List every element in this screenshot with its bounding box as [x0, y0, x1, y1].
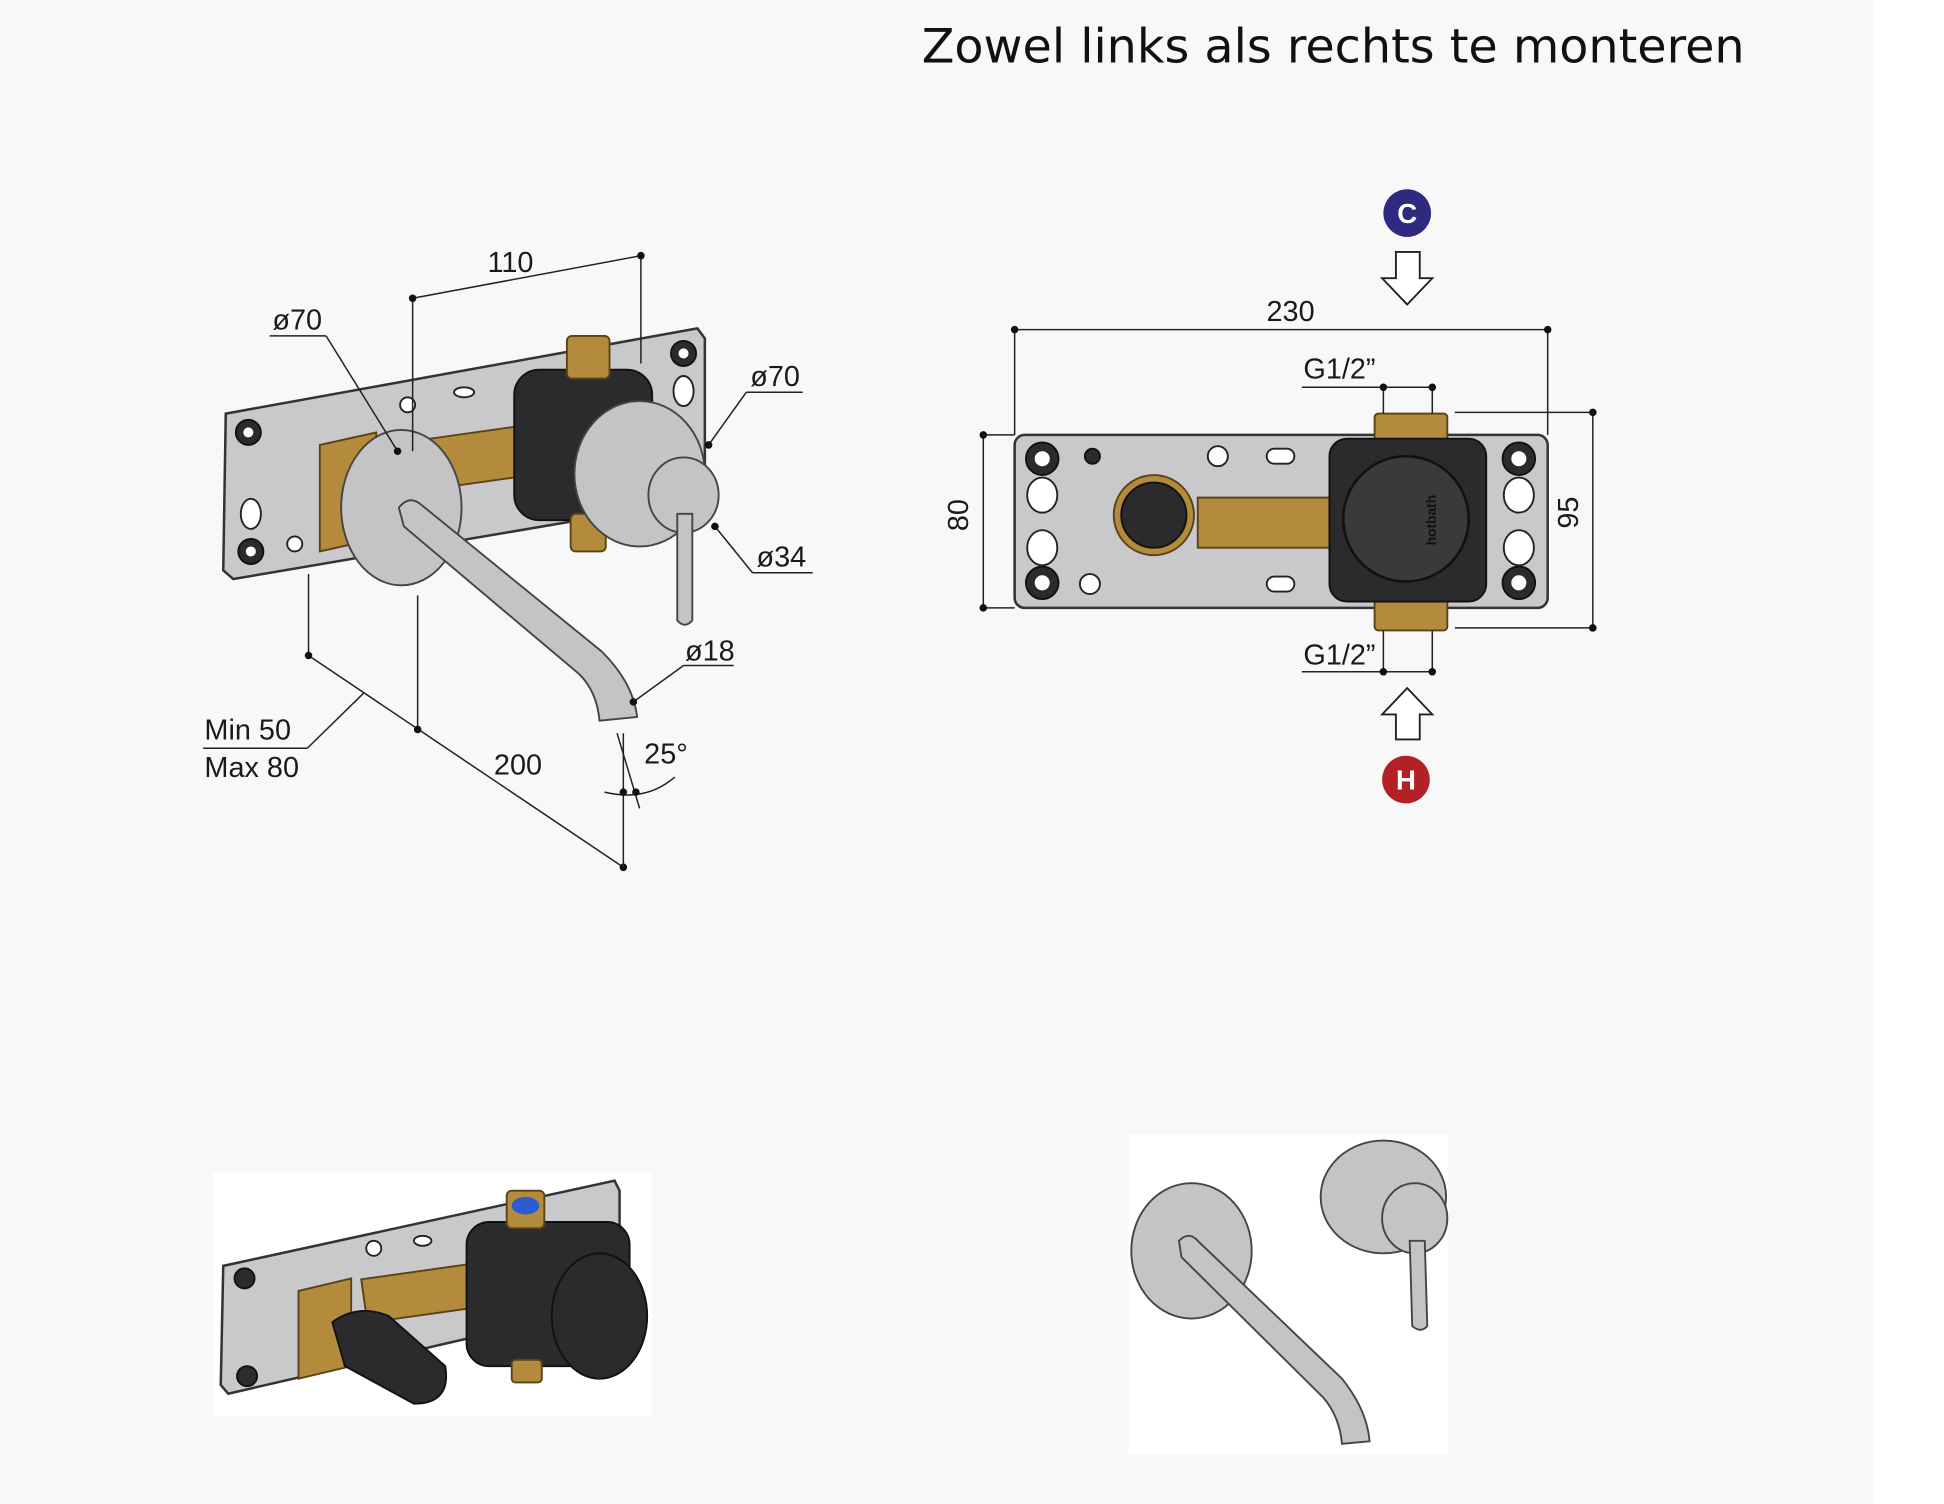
front-dimension-lines [979, 325, 1597, 676]
cold-inlet-arrow-icon [1379, 250, 1435, 306]
render-valve-cap [550, 1252, 649, 1380]
dim-spout-length: 200 [494, 750, 542, 782]
render-blue-plug [511, 1196, 540, 1215]
dim-rosette-left: ø70 [272, 305, 322, 337]
dim-depth-max: Max 80 [204, 752, 299, 784]
dim-thread-top: G1/2” [1303, 354, 1375, 386]
dim-plate-width: 230 [1267, 296, 1315, 328]
handle-lever [676, 512, 694, 626]
cold-badge-label: C [1397, 198, 1417, 229]
dim-width-110: 110 [487, 247, 533, 279]
render-inlet-bottom [510, 1358, 543, 1384]
render-spout-cap [331, 1310, 448, 1405]
front-connecting-pipe [1196, 496, 1337, 549]
cold-water-badge [1383, 189, 1432, 237]
front-spout-cap [1120, 481, 1188, 549]
spout [397, 499, 639, 722]
page-title: Zowel links als rechts te monteren [922, 20, 1745, 75]
dim-spout-outlet: ø18 [685, 636, 735, 668]
iso-dimension-lines [203, 251, 813, 872]
front-valve-cover [1341, 454, 1470, 583]
plate-holes [234, 339, 698, 565]
dim-spout-angle: 25° [644, 738, 688, 770]
concealed-body-render [213, 1171, 653, 1417]
dim-depth-min: Min 50 [204, 714, 291, 746]
hot-inlet-arrow-icon [1379, 686, 1435, 741]
hot-badge-label: H [1396, 765, 1416, 796]
finished-faucet-render [1128, 1134, 1449, 1454]
dim-handle-diameter: ø34 [757, 542, 807, 574]
front-view-drawing: C hotbath [943, 189, 1597, 804]
iso-installation-drawing: 110 ø70 ø70 ø34 ø18 Min 50 Max 80 200 25… [203, 247, 813, 872]
dim-plate-height: 80 [943, 499, 975, 531]
hot-water-badge [1382, 755, 1430, 804]
dim-total-height: 95 [1553, 497, 1585, 529]
inlet-top [565, 334, 611, 380]
front-plate-holes [1024, 441, 1537, 601]
brand-mark: hotbath [1424, 495, 1439, 545]
dim-thread-bottom: G1/2” [1303, 639, 1375, 671]
dim-rosette-right: ø70 [750, 361, 800, 393]
render-handle-lever [1408, 1239, 1429, 1331]
render-spout [1177, 1234, 1371, 1445]
